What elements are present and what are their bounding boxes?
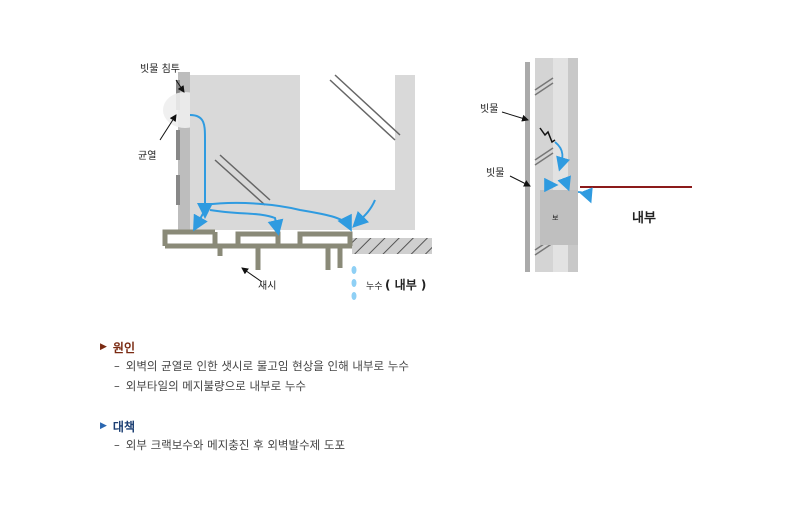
water-path-main <box>189 114 213 219</box>
leak-drops <box>351 266 357 300</box>
solution-heading: ▶ 대책 <box>100 417 700 435</box>
label-inside-left: ( 내부 ) <box>385 277 426 292</box>
triangle-right-icon: ▶ <box>100 420 107 431</box>
cause-item-text: 외벽의 균열로 인한 샛시로 물고임 현상을 인해 내부로 누수 <box>125 359 409 373</box>
label-rain-2: 빗물 <box>486 167 504 179</box>
wall-slab <box>190 75 415 230</box>
sash-frame <box>162 229 353 270</box>
cause-section: ▶ 원인 –외벽의 균열로 인한 샛시로 물고임 현상을 인해 내부로 누수 –… <box>100 338 700 396</box>
cause-title: 원인 <box>112 340 136 355</box>
cause-item: –외벽의 균열로 인한 샛시로 물고임 현상을 인해 내부로 누수 <box>114 359 409 373</box>
crack-line <box>539 127 556 144</box>
label-crack: 균열 <box>138 150 156 162</box>
beam <box>540 190 578 245</box>
cause-item: –외부타일의 메지불량으로 내부로 누수 <box>114 379 306 393</box>
solution-title: 대책 <box>112 419 136 434</box>
label-leak: 누수 <box>366 281 383 292</box>
right-section-diagram: 빗물 빗물 보 내부 <box>480 58 692 272</box>
label-rain-1: 빗물 <box>480 103 498 115</box>
left-section-diagram: 빗물 침투 균열 새시 누수 ( 내부 ) <box>138 63 432 300</box>
leak-diagram: 빗물 침투 균열 새시 누수 ( 내부 ) <box>138 58 692 300</box>
cause-heading: ▶ 원인 <box>100 338 700 356</box>
label-inside-right: 내부 <box>632 210 656 226</box>
floor-slab <box>352 238 432 254</box>
label-sash: 새시 <box>258 280 276 292</box>
label-beam: 보 <box>552 214 559 222</box>
solution-item-text: 외부 크랙보수와 메지충진 후 외벽발수제 도포 <box>125 438 346 452</box>
triangle-right-icon: ▶ <box>100 341 107 352</box>
solution-item: –외부 크랙보수와 메지충진 후 외벽발수제 도포 <box>114 438 346 452</box>
cause-item-text: 외부타일의 메지불량으로 내부로 누수 <box>125 379 306 393</box>
label-rain-entry: 빗물 침투 <box>140 63 180 75</box>
solution-section: ▶ 대책 –외부 크랙보수와 메지충진 후 외벽발수제 도포 <box>100 417 700 455</box>
